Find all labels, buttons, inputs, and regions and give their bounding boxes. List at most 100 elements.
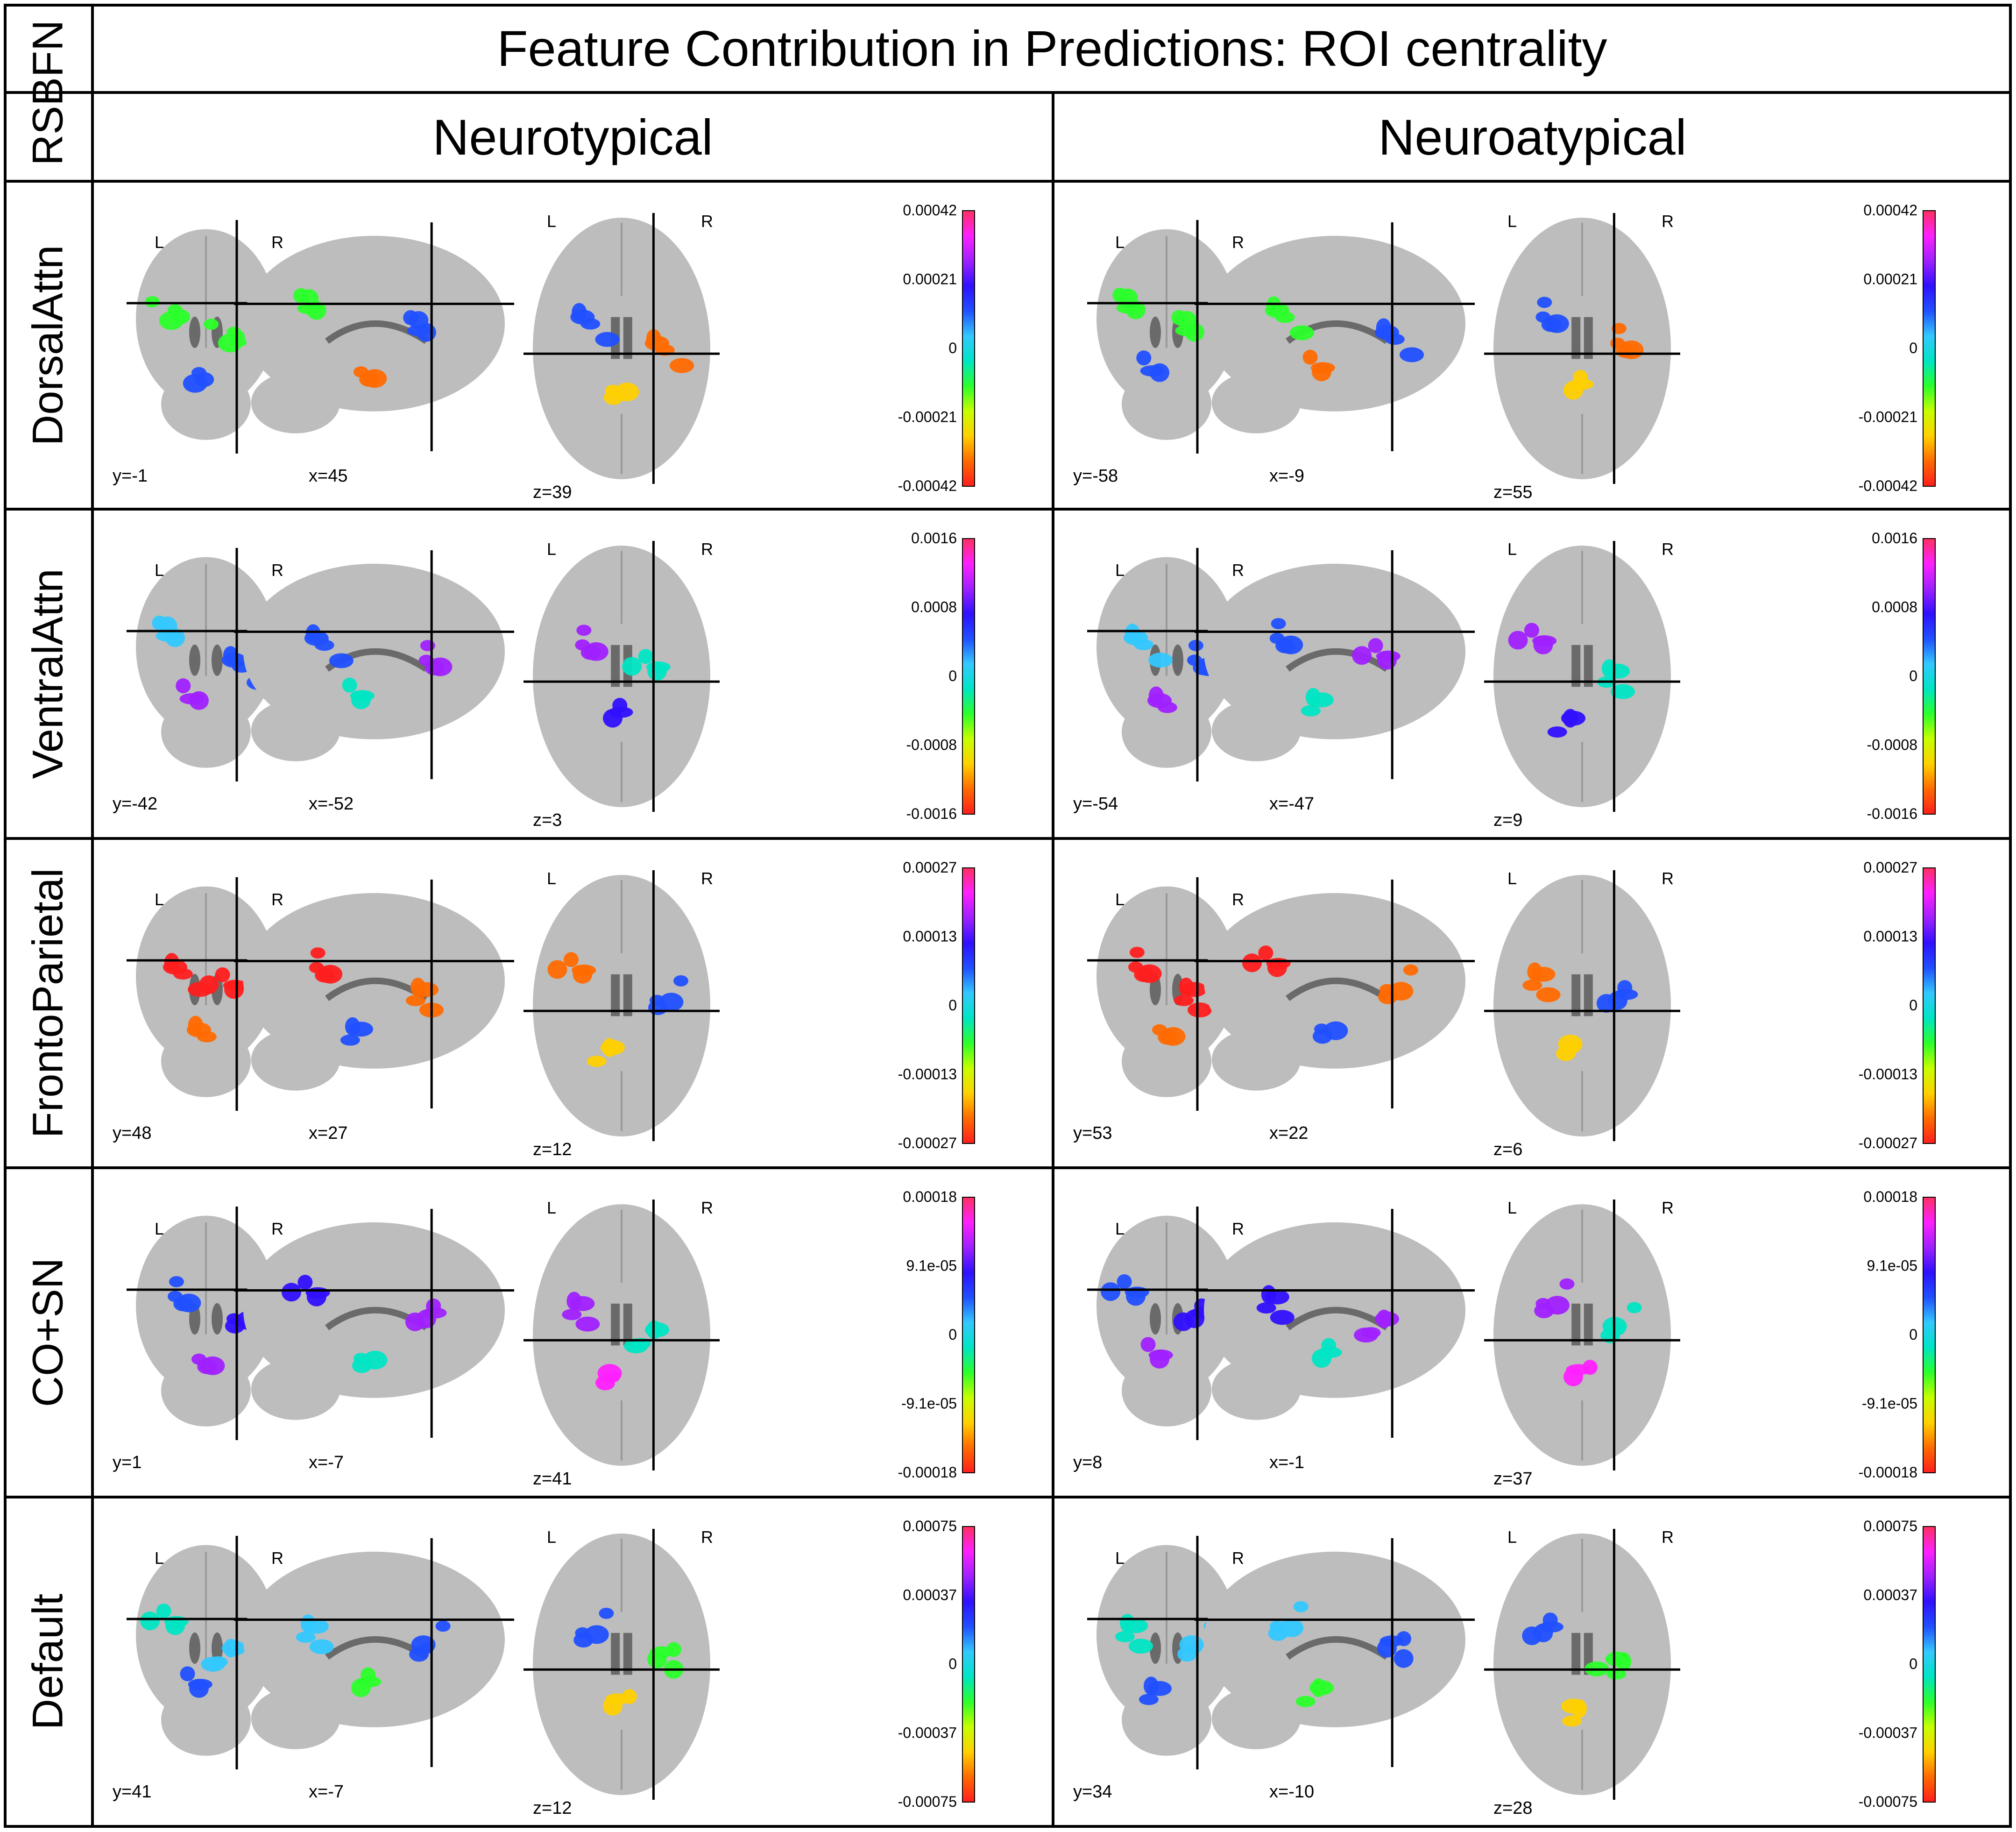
colorbar-tick-label: 0.00021 [1863, 271, 1917, 288]
right-marker: R [1662, 540, 1674, 559]
right-marker: R [1662, 212, 1674, 231]
left-marker: L [1507, 1527, 1517, 1547]
colorbar-tick-label: 0.00027 [1863, 859, 1917, 876]
sagittal-slice-0-0: x=45 [234, 222, 514, 486]
colorbar-tick-label: -0.0016 [1867, 805, 1917, 822]
colorbar [962, 210, 975, 487]
colorbar [962, 867, 975, 1144]
grid-line-v-label [91, 4, 94, 1828]
slice-coordinate: x=45 [309, 466, 347, 486]
slice-coordinate: y=-1 [113, 466, 148, 486]
colorbar-tick-label: 0.00042 [903, 202, 957, 219]
slice-coordinate: y=53 [1073, 1123, 1112, 1143]
colorbar-tick-label: 0.00018 [903, 1188, 957, 1205]
colorbar-tick-label: 0.0008 [911, 599, 957, 616]
grid-line-h-1 [4, 91, 2012, 94]
colorbar-tick-label: -0.00021 [898, 409, 957, 426]
coronal-brainstem-0-1 [1122, 368, 1211, 440]
slice-coordinate: x=-7 [309, 1453, 344, 1472]
colorbar-tick-label: -0.00013 [1859, 1066, 1917, 1083]
slice-coordinate: y=-58 [1073, 466, 1118, 486]
slice-coordinate: z=37 [1493, 1469, 1532, 1489]
coronal-brainstem-2-1 [1122, 1025, 1211, 1097]
grid-line-h-2 [4, 180, 2012, 183]
axial-slice-0-1: L Rz=55 [1484, 212, 1680, 502]
colorbar-tick-label: 0.00013 [1863, 928, 1917, 945]
colorbar-tick-label: -0.00042 [1859, 477, 1917, 494]
slice-coordinate: z=12 [533, 1140, 572, 1159]
column-header-neuroatypical: Neuroatypical [1378, 108, 1687, 165]
colorbar-tick-label: -0.00037 [1859, 1725, 1917, 1741]
colorbar-tick-label: 0 [948, 340, 957, 356]
colorbar-tick-label: -9.1e-05 [901, 1395, 957, 1412]
sagittal-slice-1-0: x=-52 [234, 550, 514, 814]
left-marker: L [155, 1219, 164, 1238]
coronal-brainstem-2-0 [161, 1025, 251, 1097]
axial-brain-2-1 [1493, 875, 1671, 1136]
colorbar [962, 1197, 975, 1473]
right-marker: R [1232, 561, 1244, 580]
axial-brain-1-0 [533, 546, 710, 807]
colorbar-tick-label: 0.00018 [1863, 1188, 1917, 1205]
right-marker: R [1662, 1198, 1674, 1217]
left-marker: L [155, 233, 164, 252]
slice-coordinate: y=34 [1073, 1782, 1112, 1802]
colorbar-tick-label: -0.0016 [906, 805, 957, 822]
slice-coordinate: x=-52 [309, 794, 354, 814]
sagittal-slice-3-1: x=-1 [1195, 1209, 1475, 1472]
row-label-co-sn: CO+SN [24, 1257, 72, 1407]
sagittal-slice-4-0: x=-7 [234, 1538, 514, 1802]
figure-frame [4, 4, 2012, 1828]
right-marker: R [271, 1548, 283, 1568]
colorbar-tick-label: -0.00021 [1859, 409, 1917, 426]
colorbar-tick-label: 0.0008 [1872, 599, 1917, 616]
right-marker: R [701, 540, 713, 559]
axial-brain-4-0 [533, 1534, 710, 1795]
slice-coordinate: x=-47 [1269, 794, 1314, 814]
coronal-brainstem-4-0 [161, 1684, 251, 1756]
colorbar-tick-label: 9.1e-05 [1867, 1257, 1917, 1274]
figure-title: Feature Contribution in Predictions: ROI… [497, 20, 1607, 77]
sagittal-cerebellum-0-0 [251, 372, 340, 433]
slice-coordinate: y=-54 [1073, 794, 1118, 814]
colorbar-tick-label: -0.00018 [898, 1464, 957, 1481]
slice-coordinate: x=22 [1269, 1123, 1308, 1143]
row-label-ventralattn: VentralAttn [24, 568, 72, 779]
right-marker: R [1232, 890, 1244, 909]
colorbar [962, 538, 975, 815]
right-marker: R [701, 869, 713, 888]
right-marker: R [271, 1219, 283, 1238]
slice-coordinate: z=9 [1493, 810, 1522, 830]
slice-coordinate: y=-42 [113, 794, 157, 814]
slice-coordinate: z=55 [1493, 483, 1532, 502]
left-marker: L [155, 890, 164, 909]
grid-line-h-4 [4, 837, 2012, 840]
sagittal-slice-4-1: x=-10 [1195, 1538, 1475, 1802]
left-marker: L [1115, 561, 1125, 580]
grid-line-h-3 [4, 508, 2012, 511]
grid-line-v-mid [1052, 92, 1054, 1828]
right-marker: R [701, 212, 713, 231]
left-marker: L [547, 540, 556, 559]
grid-line-h-6 [4, 1496, 2012, 1498]
colorbar [962, 1526, 975, 1803]
left-marker: L [1507, 212, 1517, 231]
axial-brain-0-1 [1493, 218, 1671, 479]
slice-coordinate: x=-7 [309, 1782, 344, 1802]
slice-coordinate: y=8 [1073, 1453, 1102, 1472]
coronal-brainstem-1-0 [161, 696, 251, 768]
colorbar-tick-label: 0 [948, 667, 957, 684]
slice-coordinate: z=6 [1493, 1140, 1522, 1159]
colorbar-tick-label: -0.00042 [898, 477, 957, 494]
